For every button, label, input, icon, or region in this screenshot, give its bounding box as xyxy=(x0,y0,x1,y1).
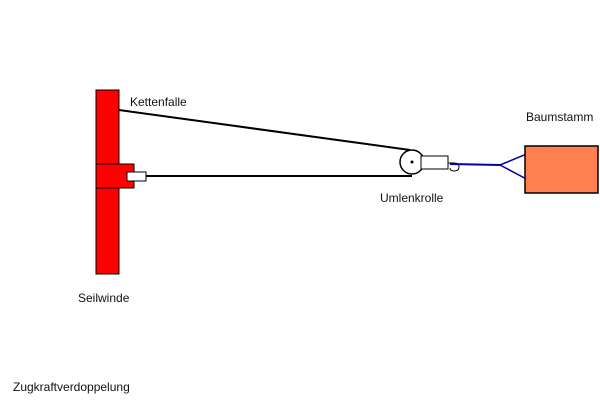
label-kettenfalle: Kettenfalle xyxy=(130,95,187,109)
pulley-housing xyxy=(420,155,449,170)
kettenfalle-rope xyxy=(118,109,411,151)
pulley-axle xyxy=(410,160,414,164)
winch-rope-outlet xyxy=(126,171,147,182)
label-umlenkrolle: Umlenkrolle xyxy=(380,191,444,205)
label-baumstamm: Baumstamm xyxy=(526,110,594,124)
log xyxy=(524,145,599,194)
label-seilwinde: Seilwinde xyxy=(78,291,130,305)
caption: Zugkraftverdoppelung xyxy=(13,380,130,394)
chain-main xyxy=(449,163,501,166)
